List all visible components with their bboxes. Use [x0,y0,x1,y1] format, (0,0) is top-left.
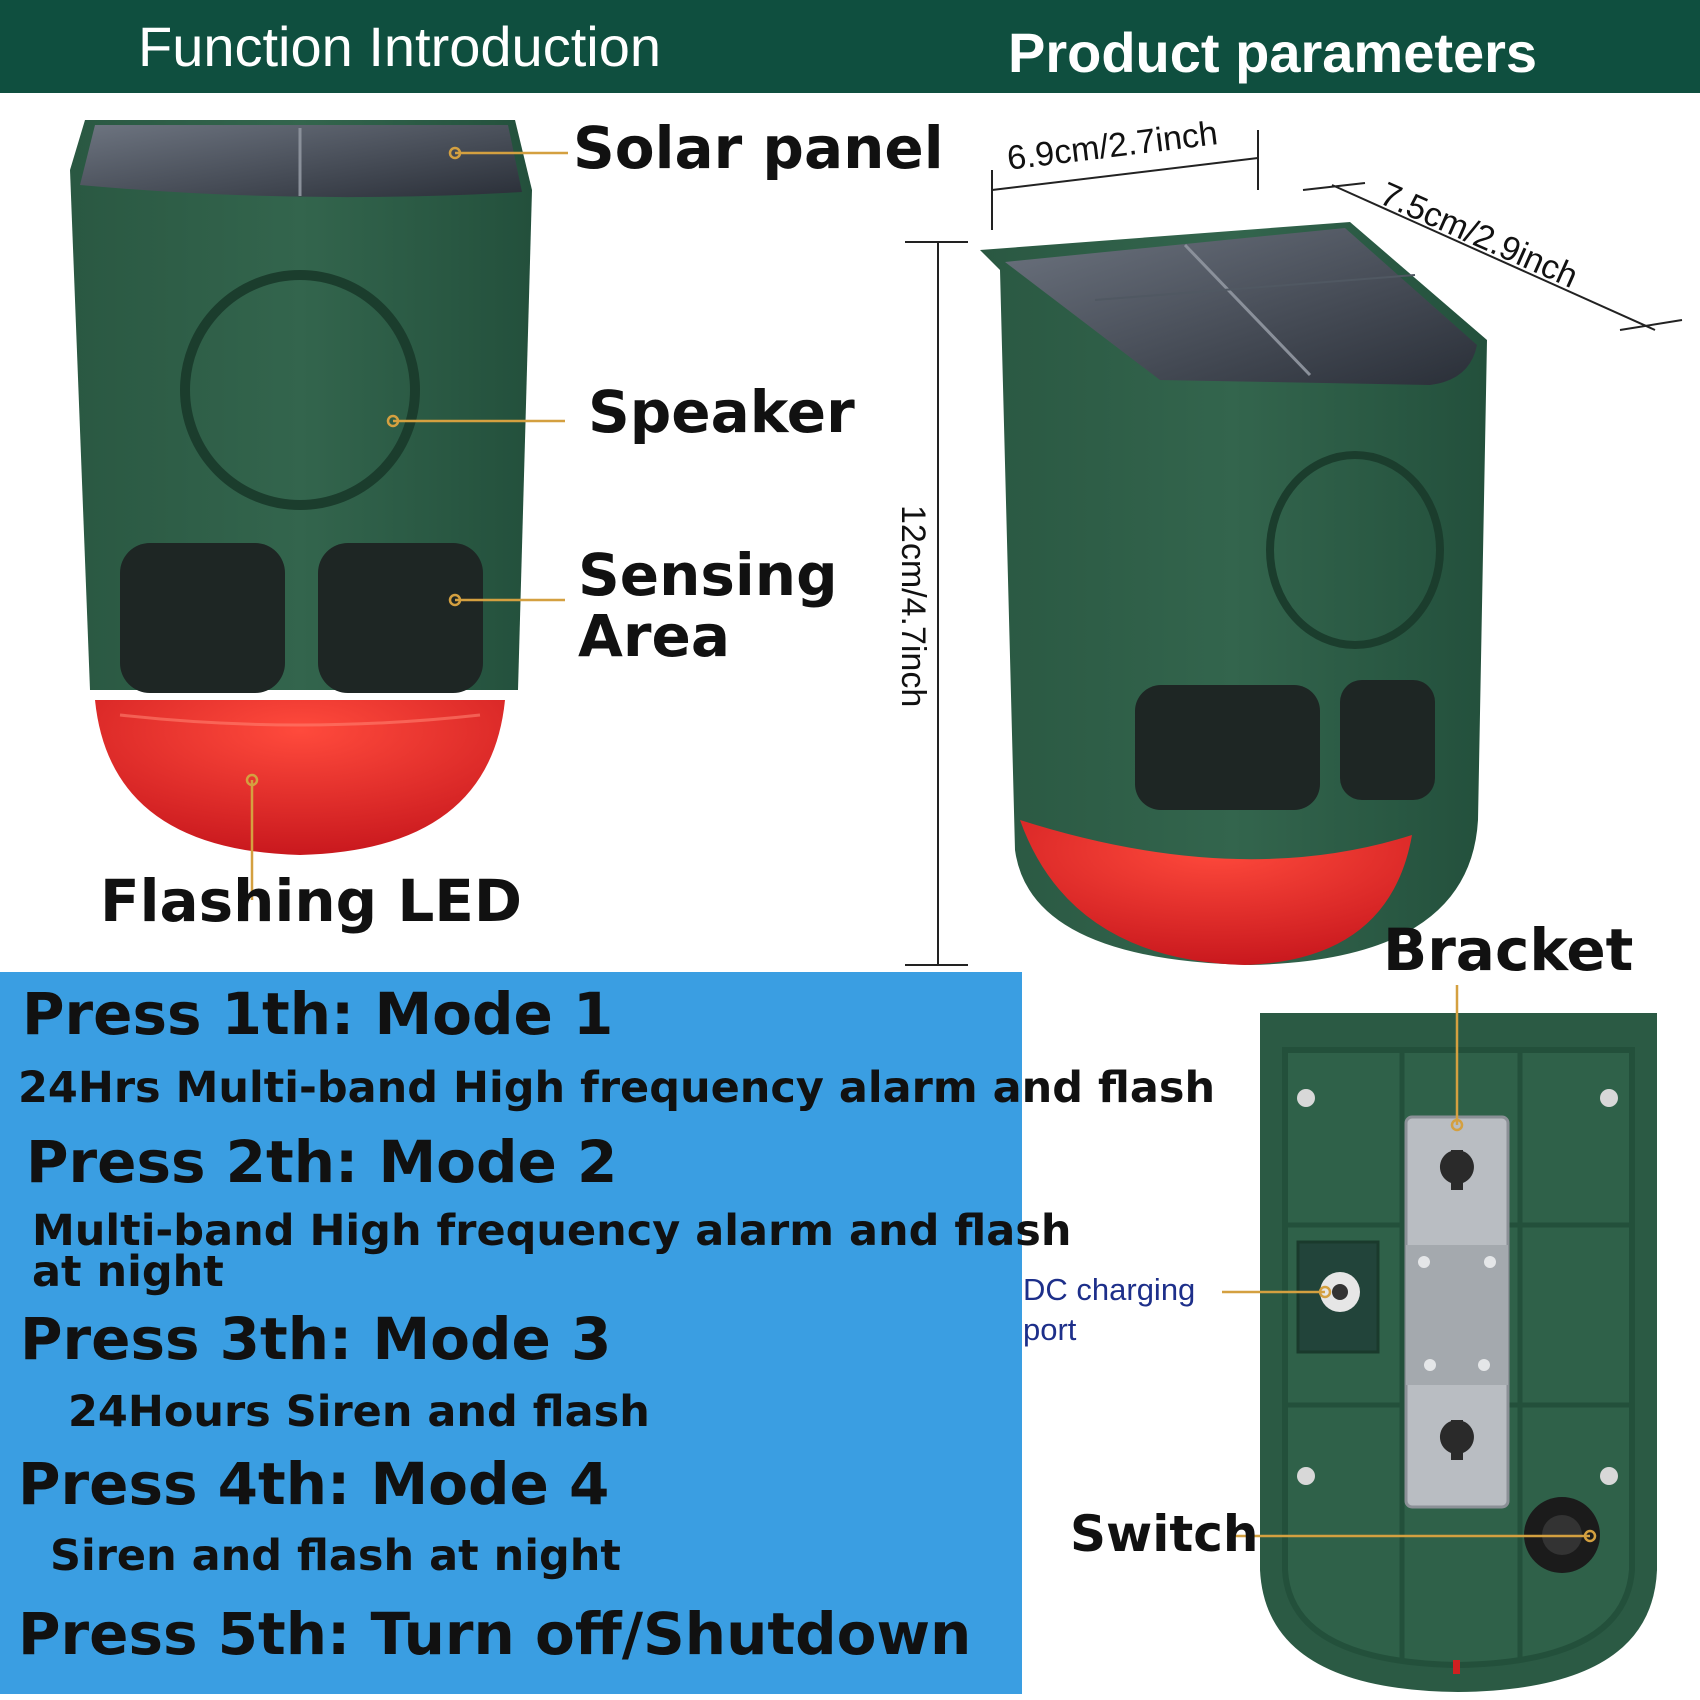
mode-2-title: Press 2th: Mode 2 [26,1128,618,1196]
label-dc-line1: DC charging [1023,1272,1196,1307]
perspective-solar-panel [1005,228,1477,385]
mode-3-desc: 24Hours Siren and flash [68,1387,650,1437]
perspective-device [980,222,1487,965]
mode-5-title: Press 5th: Turn off/Shutdown [18,1600,972,1668]
perspective-speaker [1266,451,1444,649]
perspective-sensor-left [1135,685,1320,810]
mode-1-title: Press 1th: Mode 1 [22,980,614,1048]
front-sensor-right [318,543,483,693]
mode-1-desc: 24Hrs Multi-band High frequency alarm an… [18,1063,1216,1113]
front-sensor-left [120,543,285,693]
label-flashing-led: Flashing LED [100,867,523,935]
back-device [1260,1013,1657,1692]
front-device [70,120,532,855]
label-sensing-line1: Sensing [578,541,838,609]
label-speaker: Speaker [588,378,855,446]
product-parameters-title: Product parameters [1008,21,1538,84]
front-led [95,700,505,855]
front-callout-lines [245,146,568,900]
mode-4-title: Press 4th: Mode 4 [18,1450,610,1518]
back-callout-lines [1222,985,1597,1543]
label-switch: Switch [1070,1505,1259,1563]
dimension-height: 12cm/4.7inch [894,505,932,708]
modes-panel [0,972,1022,1694]
dimension-lines [905,130,1683,966]
label-dc-line2: port [1023,1312,1077,1347]
label-sensing-line2: Area [578,602,730,670]
perspective-led [1020,820,1412,965]
perspective-sensor-right [1340,680,1435,800]
mode-2-desc-line1: Multi-band High frequency alarm and flas… [32,1206,1072,1256]
mode-4-desc: Siren and flash at night [50,1531,621,1581]
mode-2-desc-line2: at night [32,1247,224,1297]
label-dc-charging-port: DC charging port [1023,1270,1195,1350]
label-solar-panel: Solar panel [573,114,944,182]
label-bracket: Bracket [1383,916,1634,984]
front-speaker [180,270,420,510]
function-introduction-title: Function Introduction [138,15,661,78]
mode-3-title: Press 3th: Mode 3 [20,1305,612,1373]
header-bar [0,0,1700,93]
